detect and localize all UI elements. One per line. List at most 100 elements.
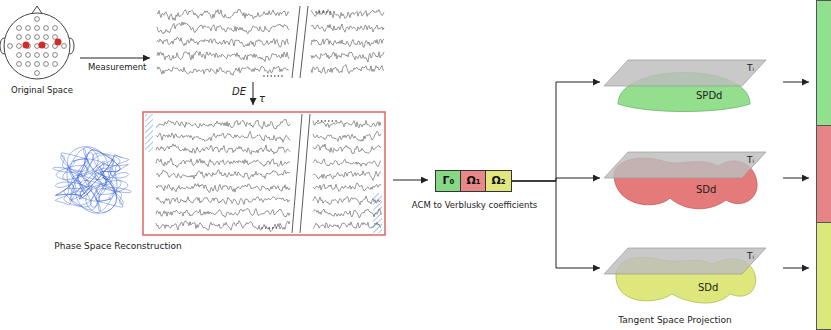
branch-arrow — [512, 82, 600, 181]
ellipsis-dot — [330, 11, 332, 13]
manifold-label: SDd — [698, 282, 718, 293]
electrode — [44, 35, 49, 40]
electrode — [44, 62, 49, 67]
electrode — [53, 35, 58, 40]
tangent-plane — [604, 248, 766, 274]
electrode — [17, 53, 22, 58]
ellipsis-dot — [328, 120, 330, 122]
electrode — [26, 53, 31, 58]
coefficient-cell: Ω₁ — [461, 171, 486, 191]
manifold-label: SPDd — [696, 90, 722, 101]
text-label: Tangent Space Projection — [618, 316, 731, 326]
manifold-node: TᵢSPDd — [600, 42, 768, 114]
ellipsis-dot — [322, 11, 324, 13]
signal-trace — [156, 158, 290, 167]
signal-trace — [156, 131, 290, 142]
phase-space-attractor — [53, 147, 131, 214]
active-electrode — [23, 42, 30, 49]
eeg-head — [0, 6, 74, 79]
flow-arrow — [783, 268, 809, 269]
ellipsis-dot — [263, 75, 265, 77]
signal-trace — [156, 119, 290, 129]
electrode — [35, 35, 40, 40]
ellipsis-dot — [333, 11, 335, 13]
ellipsis-dot — [321, 120, 323, 122]
tangent-plane — [604, 60, 766, 86]
ellipsis-dot — [276, 227, 278, 229]
signal-trace — [313, 196, 381, 205]
manifold-shape — [600, 128, 768, 212]
manifold-shape — [600, 222, 768, 306]
electrode — [35, 71, 40, 76]
signal-trace — [156, 197, 290, 205]
break-mark — [292, 114, 302, 233]
hatched-strip — [145, 114, 153, 152]
signal-trace — [313, 159, 381, 167]
signal-trace — [313, 183, 381, 192]
feature-bar-segment — [817, 223, 831, 330]
embedding-arrow — [253, 82, 254, 105]
ellipsis-dot — [261, 227, 263, 229]
flow-arrow — [393, 180, 428, 181]
tangent-plane-label: Tᵢ — [747, 252, 754, 262]
coefficient-symbol: Γ₀ — [443, 175, 455, 187]
break-mark — [292, 6, 300, 78]
electrode — [26, 26, 31, 31]
signal-traces — [156, 9, 384, 231]
manifold-node: TᵢSDd — [600, 222, 768, 306]
ellipsis-dot — [317, 120, 319, 122]
text-label: Measurement — [88, 63, 146, 72]
electrode — [44, 53, 49, 58]
signal-trace — [157, 22, 289, 34]
ellipsis-dot — [326, 11, 328, 13]
electrodes — [8, 17, 67, 76]
signal-trace — [311, 10, 384, 19]
ellipsis-dot — [279, 227, 281, 229]
ellipsis-dot — [274, 75, 276, 77]
signal-trace — [313, 144, 381, 153]
electrode — [44, 26, 49, 31]
signal-trace — [157, 66, 289, 75]
measurement-arrow — [80, 58, 150, 59]
coefficient-symbol: Ω₁ — [466, 175, 480, 187]
signal-trace — [156, 144, 290, 155]
tangent-plane-label: Tᵢ — [747, 64, 754, 74]
ellipsis-dots — [261, 11, 337, 229]
ellipsis-dot — [268, 227, 270, 229]
signal-trace — [311, 65, 384, 74]
feature-bar-segment — [817, 1, 831, 126]
electrode — [26, 35, 31, 40]
signal-trace — [311, 24, 384, 32]
electrode — [35, 53, 40, 58]
signal-trace — [313, 222, 381, 229]
manifold-label: SDd — [696, 184, 716, 195]
electrode — [17, 35, 22, 40]
ellipsis-dot — [267, 75, 269, 77]
flow-arrow — [783, 178, 809, 179]
electrode — [62, 44, 67, 49]
active-electrode — [39, 42, 46, 49]
attractor-curve — [53, 147, 131, 214]
signal-trace — [313, 131, 381, 141]
signal-trace — [157, 9, 289, 20]
break-mark — [300, 114, 310, 233]
signal-trace — [156, 221, 290, 232]
electrode — [35, 62, 40, 67]
head-outline — [4, 13, 70, 79]
electrode — [17, 44, 22, 49]
ellipsis-dot — [335, 120, 337, 122]
text-label: Original Space — [11, 86, 73, 95]
signal-trace — [313, 120, 381, 127]
manifold-node: TᵢSDd — [600, 128, 768, 212]
ellipsis-dot — [281, 75, 283, 77]
active-electrode — [55, 39, 62, 46]
signal-trace — [156, 208, 290, 217]
signal-trace — [156, 184, 290, 193]
break-mark — [300, 6, 308, 78]
flow-arrow — [783, 82, 809, 83]
electrode — [8, 44, 13, 49]
electrode — [53, 26, 58, 31]
signal-trace — [156, 170, 290, 179]
manifold-shape — [600, 42, 768, 114]
tangent-plane-label: Tᵢ — [747, 156, 754, 166]
